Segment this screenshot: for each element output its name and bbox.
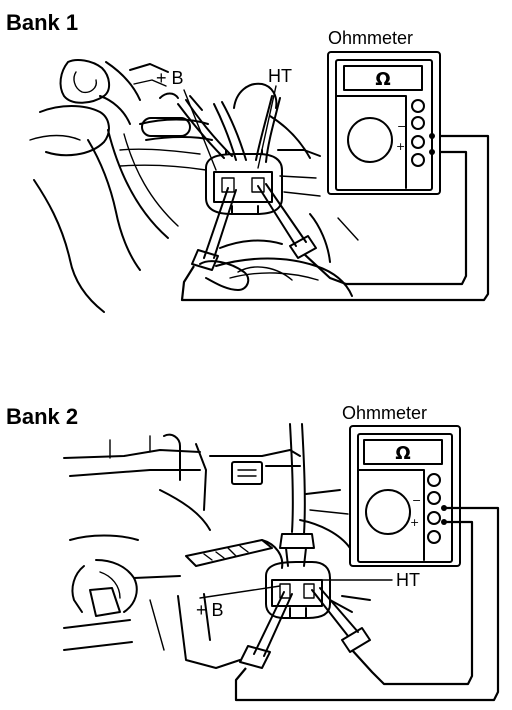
bank2-terminal-4 (427, 530, 441, 544)
bank2-meter-title: Ohmmeter (342, 403, 427, 423)
bank2-sensor-connector (265, 561, 331, 619)
bank1-terminal-2 (411, 116, 425, 130)
bank2-terminal-2 (427, 491, 441, 505)
bank1-terminal-minus: − (397, 120, 406, 133)
bank2-engine-illustration (63, 433, 371, 669)
bank1-ohmmeter: Ohmmeter Ω − + (327, 28, 441, 195)
bank1-terminal-4 (411, 153, 425, 167)
bank2-terminal-plus: + (410, 516, 419, 529)
bank1-label-b: + B (156, 68, 184, 88)
bank2-terminal-minus: − (412, 494, 421, 507)
bank1-heading: Bank 1 (6, 10, 78, 35)
bank1-terminal-1 (411, 99, 425, 113)
bank2-terminal-3 (427, 511, 441, 525)
bank1-label-ht: HT (268, 66, 292, 86)
bank1-sensor-connector (205, 149, 283, 215)
bank1-terminal-3 (411, 135, 425, 149)
bank1-selector-dial (347, 117, 393, 163)
bank2-ohmmeter: Ohmmeter Ω − + (342, 403, 461, 567)
bank2-panel: Bank 2 (6, 403, 500, 702)
bank2-selector-dial (365, 489, 411, 535)
bank2-label-b: + B (196, 600, 224, 620)
bank1-panel: Bank 1 (6, 10, 490, 313)
bank2-display-symbol: Ω (395, 443, 410, 464)
bank1-terminal-plus: + (396, 140, 405, 153)
bank2-label-ht: HT (396, 570, 420, 590)
bank1-meter-title: Ohmmeter (328, 28, 413, 48)
bank2-heading: Bank 2 (6, 404, 78, 429)
bank1-display-symbol: Ω (375, 69, 390, 90)
bank2-terminal-1 (427, 473, 441, 487)
bank1-engine-illustration (29, 59, 359, 313)
